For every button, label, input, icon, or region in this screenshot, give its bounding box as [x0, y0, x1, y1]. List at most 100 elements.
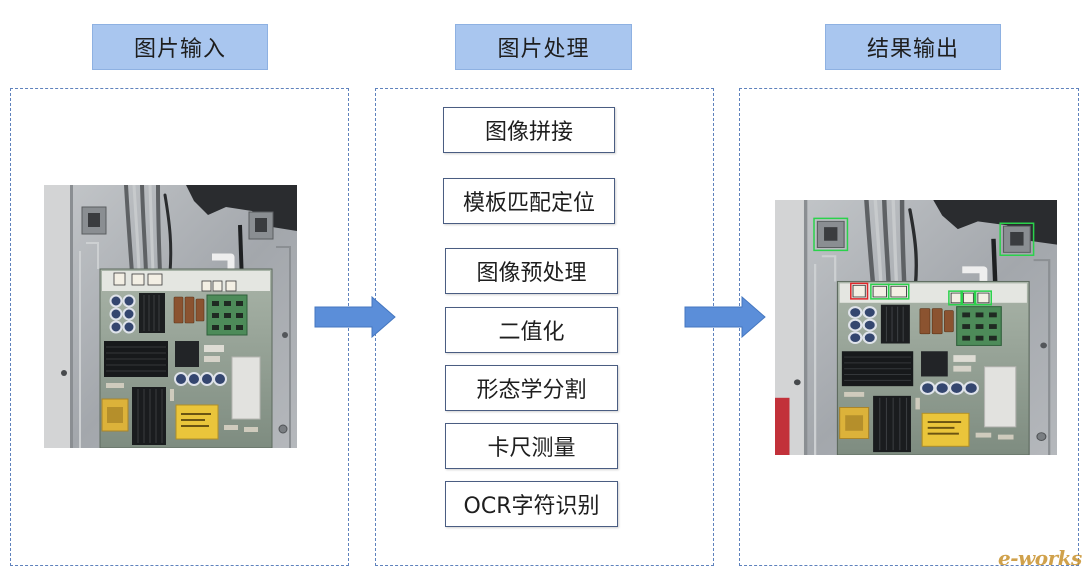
mounting-bracket-right	[248, 211, 274, 240]
film-capacitor	[919, 308, 931, 335]
module-chips	[962, 312, 997, 341]
watermark-logo: e-works	[998, 546, 1082, 570]
heat-sink	[880, 304, 910, 344]
capacitor	[213, 372, 227, 386]
chip	[962, 324, 971, 329]
resistor	[106, 383, 124, 388]
chip	[962, 335, 971, 341]
detection-box-fail	[851, 283, 868, 299]
arrow-shape	[314, 296, 396, 338]
capacitor	[848, 306, 863, 319]
chassis-ridge	[276, 246, 291, 448]
film-capacitor	[944, 310, 954, 333]
capacitor	[122, 294, 136, 308]
cable	[908, 208, 918, 287]
chip	[989, 335, 997, 341]
x-capacitor-body	[921, 412, 970, 447]
resistor	[997, 434, 1014, 440]
step-caliper-measurement: 卡尺测量	[445, 423, 618, 469]
electrolytic-capacitors	[848, 306, 877, 344]
step-image-stitching: 图像拼接	[443, 107, 615, 153]
heat-sink-upper	[880, 304, 910, 344]
connector	[201, 280, 212, 292]
side-wall	[44, 185, 70, 448]
capacitor	[122, 320, 136, 334]
chip	[989, 312, 997, 318]
capacitor	[948, 381, 965, 395]
cable	[891, 200, 899, 287]
film-capacitor	[184, 296, 195, 324]
connector	[212, 280, 223, 292]
pcb-scene	[44, 185, 297, 448]
film-capacitor	[195, 298, 205, 322]
screw-hole	[61, 370, 67, 376]
capacitor	[187, 372, 201, 386]
film-capacitor	[931, 308, 943, 335]
bracket-slot	[255, 218, 267, 232]
heat-sink-upper	[139, 293, 165, 333]
chip	[975, 312, 984, 318]
cable	[873, 200, 883, 287]
chip	[236, 325, 243, 330]
connector	[852, 284, 866, 298]
connector	[890, 285, 907, 298]
resistor	[915, 397, 920, 410]
capacitor	[174, 372, 188, 386]
cable	[882, 200, 891, 288]
relay-modules	[206, 294, 248, 336]
connector	[147, 273, 163, 286]
x-capacitor-marking	[927, 421, 962, 424]
chassis-ridge	[1033, 259, 1051, 455]
chip	[224, 301, 231, 306]
step-binarization: 二值化	[445, 307, 618, 353]
resistor	[170, 389, 174, 401]
connector	[131, 273, 145, 286]
capacitor	[934, 381, 950, 395]
bracket-slot	[1010, 231, 1024, 246]
heat-sink-fins	[844, 356, 911, 381]
resistor	[975, 432, 992, 438]
x-capacitor-marking	[181, 413, 211, 415]
relay-modules	[956, 306, 1002, 346]
chassis-edge	[803, 200, 808, 455]
connector	[962, 292, 974, 304]
capacitor-row	[919, 381, 979, 395]
resistor	[204, 356, 220, 362]
x-capacitor	[175, 404, 219, 440]
chassis-edge	[70, 185, 73, 448]
heat-sink-main	[104, 341, 168, 377]
cable	[156, 185, 162, 275]
chip	[224, 313, 231, 318]
transformer-body	[101, 398, 129, 432]
mounting-bracket-left	[816, 220, 845, 248]
heat-sink-main	[841, 351, 914, 387]
detection-box-ok	[814, 218, 847, 250]
heat-sink	[873, 395, 911, 453]
bracket-slot	[824, 227, 838, 241]
step-image-preprocessing: 图像预处理	[445, 248, 618, 294]
heat-sink-fins	[137, 389, 163, 443]
resistor	[224, 425, 238, 430]
ribbon-cables	[124, 185, 173, 275]
bracket-slot	[88, 213, 100, 227]
ribbon-cables	[864, 200, 918, 288]
x-capacitor	[921, 412, 970, 447]
module-chips	[212, 301, 243, 330]
x-capacitor-marking	[181, 419, 205, 421]
x-capacitor-body	[175, 404, 219, 440]
screw-hole	[278, 424, 288, 434]
screw-hole	[282, 332, 288, 338]
cable	[163, 193, 173, 275]
chip	[212, 313, 219, 318]
power-ic	[175, 341, 199, 367]
transformer	[839, 407, 870, 440]
silkscreen-strip	[102, 271, 270, 291]
heat-sink-fins	[885, 306, 904, 342]
red-tool-handle	[775, 397, 790, 455]
detection-boxes	[814, 218, 1034, 304]
stage-header-processing: 图片处理	[455, 24, 632, 70]
resistor	[953, 365, 972, 372]
capacitor-row	[174, 372, 227, 386]
detection-box-ok	[961, 291, 974, 305]
step-template-matching: 模板匹配定位	[443, 178, 615, 224]
